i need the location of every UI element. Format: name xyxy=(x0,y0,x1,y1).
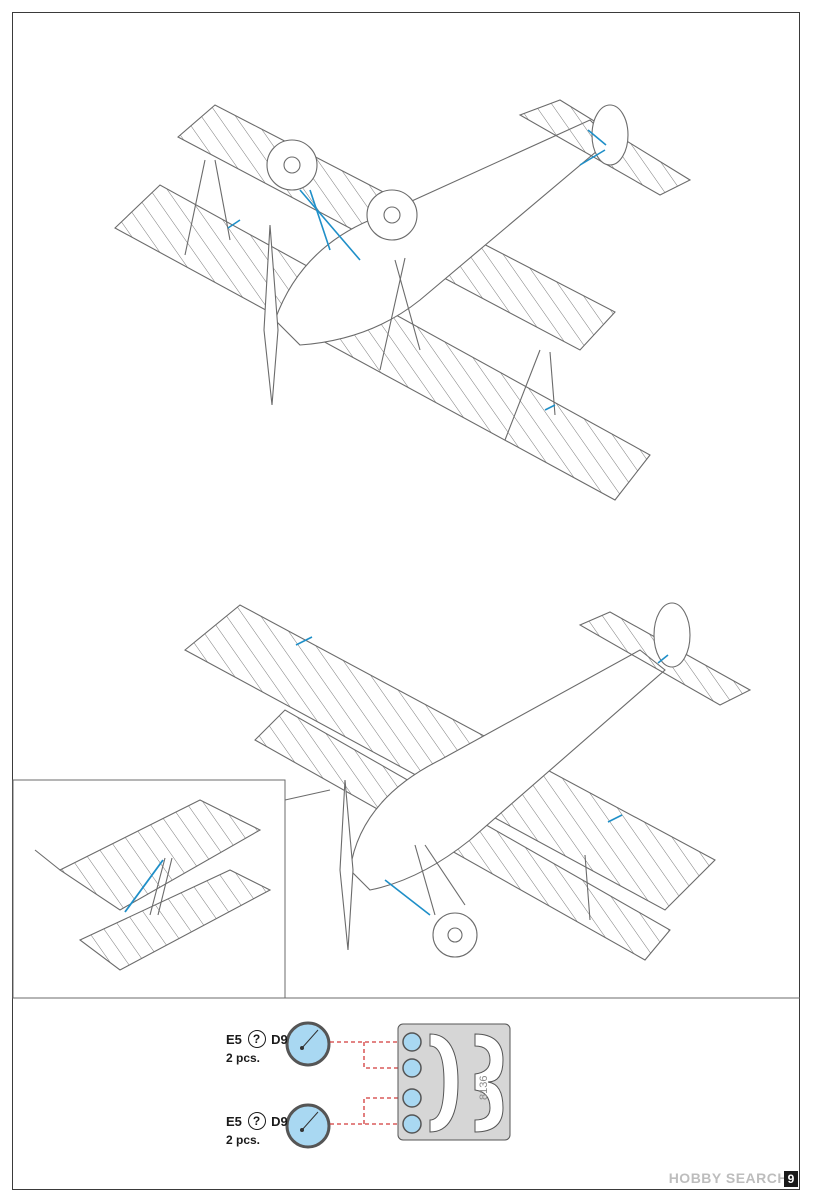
mask-disc-2 xyxy=(285,1103,331,1149)
mask-quantity-1: 2 pcs. xyxy=(226,1051,261,1065)
wheel-left xyxy=(266,139,318,191)
propeller xyxy=(263,224,279,406)
wheel-2 xyxy=(432,912,478,958)
part-code: E5 xyxy=(226,1031,242,1047)
leader-lines xyxy=(330,1041,410,1125)
mask-disc-1 xyxy=(285,1021,331,1067)
part-code: E5 xyxy=(226,1113,242,1129)
inset-highlight-wire xyxy=(124,859,164,913)
highlight-bracing-top xyxy=(227,129,607,411)
alt-part-code: D9 xyxy=(271,1031,288,1047)
page-number: 9 xyxy=(784,1171,798,1187)
mask-label-row-2: E5 ? D9 xyxy=(226,1112,288,1130)
photo-etch-fret xyxy=(397,1023,511,1141)
lower-wing xyxy=(114,184,651,501)
biplane-bottom-view xyxy=(184,602,752,961)
help-icon: ? xyxy=(247,1112,266,1130)
alt-part-code: D9 xyxy=(271,1113,288,1129)
inset-wing-detail xyxy=(34,799,272,971)
rudder xyxy=(591,104,629,166)
propeller-2 xyxy=(339,779,354,951)
biplane-top-view xyxy=(114,99,692,501)
help-icon: ? xyxy=(247,1030,266,1048)
watermark: HOBBY SEARCH xyxy=(668,1170,788,1186)
instruction-page-frame xyxy=(12,12,800,1190)
highlight-bracing-bottom xyxy=(295,636,669,916)
fret-number: 8136 xyxy=(478,1075,490,1100)
mask-quantity-2: 2 pcs. xyxy=(226,1133,261,1147)
rudder-2 xyxy=(653,602,691,668)
mask-label-row-1: E5 ? D9 xyxy=(226,1030,288,1048)
wheel-right xyxy=(366,189,418,241)
